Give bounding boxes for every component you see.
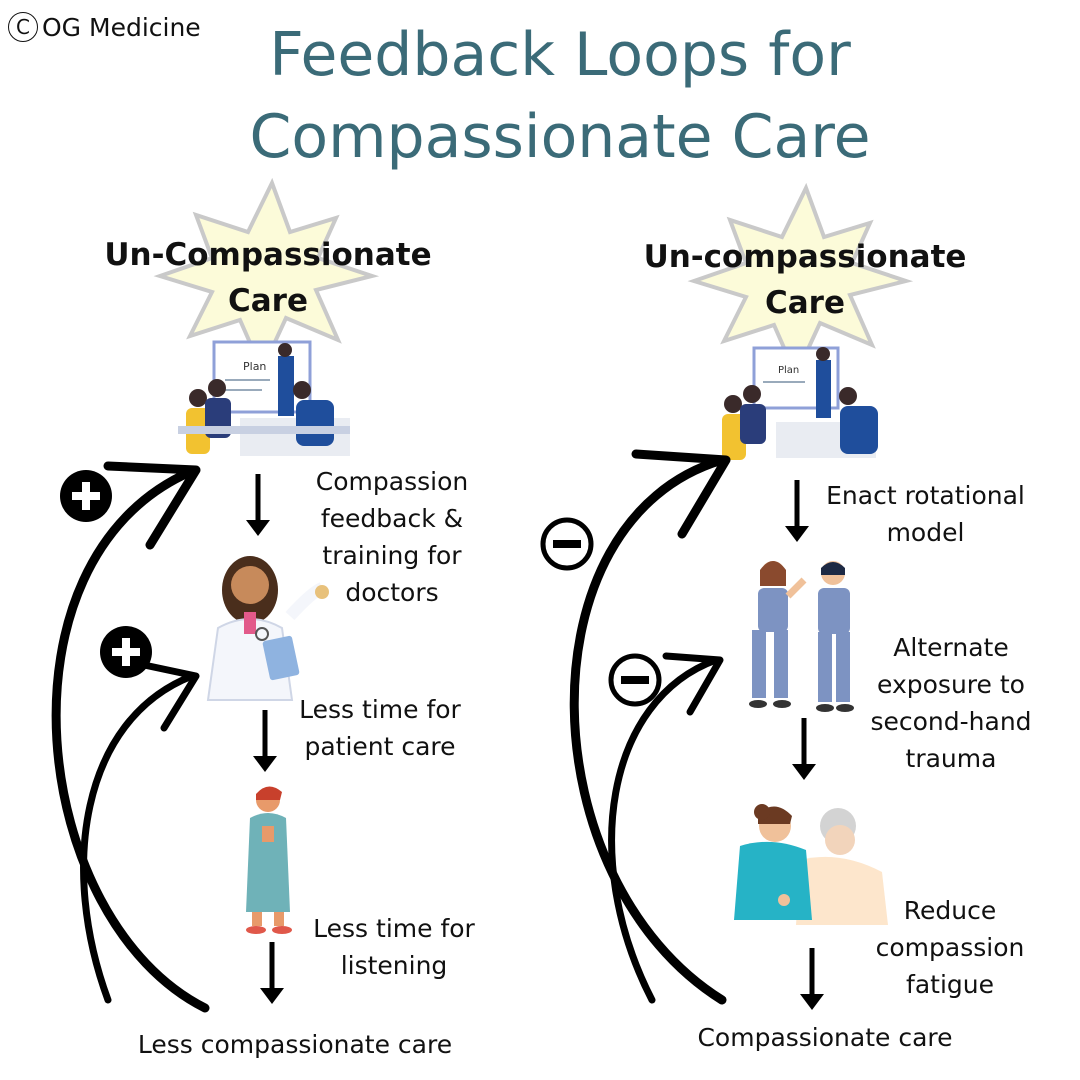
label-line: Alternate xyxy=(856,629,1046,666)
label-line: Reduce xyxy=(860,892,1040,929)
arrow-right-3-head xyxy=(800,994,824,1010)
label-line: feedback & xyxy=(292,500,492,537)
left-heading: Un-Compassionate Care xyxy=(88,232,448,324)
label-line: training for xyxy=(292,537,492,574)
arrow-left-1-head xyxy=(246,520,270,536)
left-result-label: Less compassionate care xyxy=(110,1026,480,1063)
left-heading-line-1: Un-Compassionate xyxy=(88,232,448,278)
arrow-left-3-head xyxy=(260,988,284,1004)
loop-arrow-right-outer xyxy=(574,460,722,1000)
minus-icon-inner-right xyxy=(611,656,659,704)
left-step-2-label: Less time for patient care xyxy=(280,691,480,765)
left-step-3-label: Less time for listening xyxy=(294,910,494,984)
right-heading-line-1: Un-compassionate xyxy=(625,234,985,280)
loop-arrow-left-outer xyxy=(56,472,205,1008)
label-line: Enact rotational xyxy=(808,477,1043,514)
label-line: trauma xyxy=(856,740,1046,777)
minus-icon-outer-right xyxy=(543,520,591,568)
arrow-right-2-head xyxy=(792,764,816,780)
label-line: fatigue xyxy=(860,966,1040,1003)
label-line: Less time for xyxy=(280,691,480,728)
left-step-1-label: Compassion feedback & training for docto… xyxy=(292,463,492,611)
label-line: Compassion xyxy=(292,463,492,500)
right-result-label: Compassionate care xyxy=(680,1019,970,1056)
plus-icon-inner-left xyxy=(100,626,152,678)
nurses-illustration xyxy=(749,561,854,712)
right-heading-line-2: Care xyxy=(625,280,985,326)
arrow-left-2-head xyxy=(253,756,277,772)
label-line: listening xyxy=(294,947,494,984)
svg-text:Plan: Plan xyxy=(778,365,799,376)
label-line: Less time for xyxy=(294,910,494,947)
label-line: doctors xyxy=(292,574,492,611)
right-step-3-label: Reduce compassion fatigue xyxy=(860,892,1040,1003)
label-line: exposure to xyxy=(856,666,1046,703)
svg-text:Plan: Plan xyxy=(243,360,266,373)
patient-illustration xyxy=(246,786,292,934)
plus-icon-outer-left xyxy=(60,470,112,522)
label-line: patient care xyxy=(280,728,480,765)
right-heading: Un-compassionate Care xyxy=(625,234,985,326)
label-line: second-hand xyxy=(856,703,1046,740)
label-line: compassion xyxy=(860,929,1040,966)
meeting-illustration-right: Plan xyxy=(722,347,878,460)
right-step-2-label: Alternate exposure to second-hand trauma xyxy=(856,629,1046,777)
arrow-right-1-head xyxy=(785,526,809,542)
left-heading-line-2: Care xyxy=(88,278,448,324)
right-step-1-label: Enact rotational model xyxy=(808,477,1043,551)
meeting-illustration-left: Plan xyxy=(178,342,350,456)
label-line: model xyxy=(808,514,1043,551)
